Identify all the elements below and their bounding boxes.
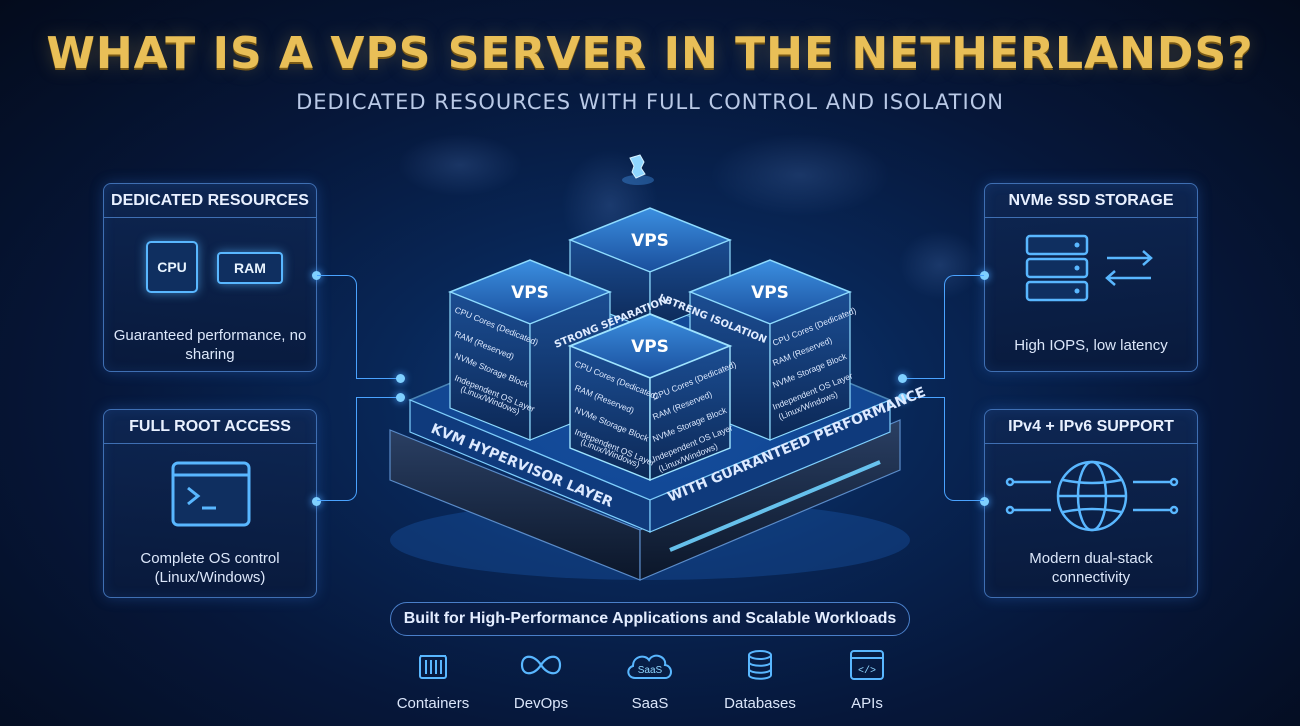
vps-label-left: VPS [511, 283, 549, 303]
saas-badge: SaaS [638, 665, 663, 676]
card-full-root-access: FULL ROOT ACCESS Complete OS control (Li… [103, 409, 317, 598]
bottom-banner: Built for High-Performance Applications … [390, 602, 910, 636]
use-case-label: Databases [724, 695, 796, 712]
connector-line [317, 275, 357, 379]
cpu-chip-label: CPU [157, 259, 187, 275]
card-nvme-title: NVMe SSD STORAGE [985, 184, 1197, 218]
connector-line [903, 397, 945, 398]
hypervisor-right [649, 399, 891, 533]
connector-dot [396, 393, 405, 402]
vps-label-back: VPS [631, 231, 669, 251]
vps-label-right: VPS [751, 283, 789, 303]
connector-dot [980, 271, 989, 280]
connector-line [357, 397, 399, 398]
globe-icon [1005, 460, 1179, 532]
connector-dot [312, 271, 321, 280]
server-stack-icon [1025, 234, 1153, 302]
vps-block-back: VPS [567, 207, 733, 331]
card-dedicated-resources: DEDICATED RESOURCES CPU RAM Guaranteed p… [103, 183, 317, 372]
card-root-title: FULL ROOT ACCESS [104, 410, 316, 444]
connector-dot [898, 374, 907, 383]
use-case-label: DevOps [513, 695, 569, 712]
connector-dot [396, 374, 405, 383]
netherlands-marker-icon [622, 154, 654, 185]
card-dedicated-text: Guaranteed performance, no sharing [113, 327, 307, 363]
vps-block-front: VPS CPU Cores (Dedicated) RAM (Reserved)… [567, 313, 738, 482]
use-case-label: Containers [396, 695, 470, 712]
card-root-text: Complete OS control (Linux/Windows) [140, 550, 280, 586]
ram-module-icon: RAM [217, 252, 283, 284]
page-title: WHAT IS A VPS SERVER IN THE NETHERLANDS? [46, 28, 1254, 79]
api-code-icon: </> [850, 650, 884, 680]
use-case-databases: Databases [705, 648, 815, 712]
use-case-containers: Containers [378, 648, 488, 712]
card-nvme-storage: NVMe SSD STORAGE High IOPS, low latency [984, 183, 1198, 372]
card-ip-text: Modern dual-stack connectivity [1029, 550, 1153, 586]
cpu-chip-icon: CPU [146, 241, 198, 293]
use-case-label: APIs [851, 695, 883, 712]
ram-module-label: RAM [234, 260, 266, 276]
page-subtitle: DEDICATED RESOURCES WITH FULL CONTROL AN… [296, 90, 1004, 114]
card-nvme-text: High IOPS, low latency [1014, 337, 1168, 354]
container-icon [419, 655, 447, 679]
card-ip-support: IPv4 + IPv6 SUPPORT Modern dual-stack co… [984, 409, 1198, 598]
api-badge: </> [858, 665, 876, 677]
connector-dot [312, 497, 321, 506]
connector-line [357, 378, 399, 379]
use-case-label: SaaS [631, 695, 669, 712]
connector-line [944, 397, 984, 501]
terminal-icon [171, 461, 251, 527]
database-icon [748, 650, 772, 680]
connector-line [944, 275, 984, 379]
use-case-saas: SaaS SaaS [595, 648, 705, 712]
vps-block-left: VPS CPU Cores (Dedicated) RAM (Reserved)… [447, 259, 613, 441]
saas-cloud-icon: SaaS [627, 654, 672, 679]
vps-label-front: VPS [631, 337, 669, 357]
connector-dot [980, 497, 989, 506]
card-dedicated-title: DEDICATED RESOURCES [104, 184, 316, 218]
card-ip-title: IPv4 + IPv6 SUPPORT [985, 410, 1197, 444]
use-case-devops: DevOps [486, 648, 596, 712]
use-case-apis: </> APIs [812, 648, 922, 712]
connector-line [317, 397, 357, 501]
server-led-strip [669, 460, 881, 552]
connector-dot [898, 393, 907, 402]
devops-loop-icon [520, 655, 562, 675]
vps-isometric-diagram: KVM HYPERVISOR LAYER WITH GUARANTEED PER… [389, 207, 928, 581]
connector-line [903, 378, 945, 379]
